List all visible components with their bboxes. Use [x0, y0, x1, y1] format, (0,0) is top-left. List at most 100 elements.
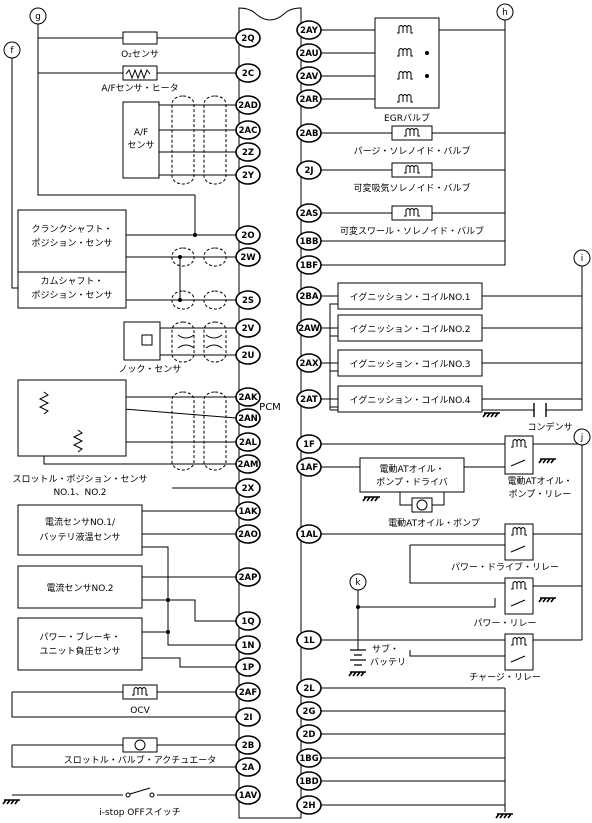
- ref-circle: [496, 3, 514, 21]
- ground-symbol: [362, 496, 380, 502]
- cam-sensor-label: カムシャフト・: [40, 276, 103, 287]
- pin-15: [296, 524, 322, 544]
- shield-line: [171, 391, 195, 471]
- pin-label: 2AT: [300, 395, 318, 405]
- pin-18: [235, 567, 261, 587]
- condenser-symbol: [533, 403, 547, 417]
- heater-zigzag: [125, 68, 151, 80]
- coil-icon: [511, 581, 527, 590]
- relay-contact: [510, 655, 526, 663]
- wire: [409, 545, 505, 584]
- pin-label: 2L: [303, 684, 315, 694]
- sub-battery-label: サブ・: [372, 643, 399, 655]
- sub-battery-label: バッテリ: [370, 657, 406, 668]
- pin-label: 1BB: [300, 237, 319, 247]
- wire: [142, 631, 236, 646]
- istop-label: i-stop OFFスイッチ: [99, 807, 180, 818]
- switch-contact: [125, 792, 131, 798]
- pin-label: 2AW: [298, 324, 320, 334]
- pin-label: 1AL: [300, 530, 318, 540]
- cam-sensor-box: [17, 271, 127, 309]
- wire: [11, 745, 236, 768]
- coil-icon: [397, 71, 413, 80]
- wire: [142, 657, 236, 668]
- coil-icon: [397, 48, 413, 57]
- junction-dot: [178, 298, 182, 302]
- condenser-label: コンデンサ: [527, 421, 572, 433]
- pin-label: 1BG: [299, 754, 318, 764]
- crank-sensor-box: [17, 209, 127, 273]
- coil-icon: [511, 439, 527, 448]
- knock-element: [141, 334, 153, 346]
- ground-symbol: [538, 597, 556, 603]
- coil-icon: [511, 637, 527, 646]
- ref-letter: g: [35, 12, 41, 22]
- pin-25: [235, 757, 261, 777]
- pin-label: 2D: [303, 730, 316, 740]
- at-relay-label: ポンプ・リレー: [509, 489, 572, 500]
- swirl-symbol: [391, 205, 433, 221]
- ground-symbol: [538, 458, 556, 464]
- current-sensor2-label: 電流センサNO.2: [46, 582, 113, 594]
- coil-icon: [404, 165, 420, 174]
- vis-label: 可変吸気ソレノイド・バルブ: [353, 182, 470, 194]
- pin-19: [235, 611, 261, 631]
- at-pump-symbol: [411, 497, 433, 513]
- vis-symbol: [391, 162, 433, 178]
- coil3-label: イグニッション・コイルNO.3: [350, 358, 471, 370]
- pin-8: [235, 290, 261, 310]
- p-relay-label: パワー・リレー: [473, 618, 536, 629]
- swirl-label: 可変スワール・ソレノイド・バルブ: [340, 225, 484, 237]
- pin-9: [235, 318, 261, 338]
- pin-label: 2AY: [300, 26, 319, 36]
- pin-12: [235, 408, 261, 428]
- pin-22: [235, 682, 261, 702]
- pin-26: [235, 785, 261, 805]
- pin-label: 2AF: [239, 688, 257, 698]
- coil4-label: イグニッション・コイルNO.4: [350, 394, 471, 406]
- pin-0: [296, 20, 322, 40]
- twisted-pair: [177, 334, 223, 349]
- coil-icon: [397, 25, 413, 34]
- pin-label: 2B: [242, 741, 254, 751]
- pin-label: 2AP: [239, 573, 258, 583]
- coil-icon: [511, 527, 527, 536]
- current-sensor2-box: [17, 565, 143, 609]
- pcm-box: [238, 7, 302, 819]
- pin-23: [235, 707, 261, 727]
- junction-dot: [178, 255, 182, 259]
- pin-label: 2AL: [239, 438, 257, 448]
- pin-label: 2C: [242, 69, 254, 79]
- pin-label: 2AR: [299, 95, 318, 105]
- pin-1: [235, 63, 261, 83]
- coil1-box: [337, 282, 483, 310]
- pin-label: 2AN: [238, 414, 258, 424]
- pin-label: 1Q: [241, 617, 254, 627]
- pin-5: [235, 165, 261, 185]
- coil3-box: [337, 349, 483, 377]
- ground-symbol: [482, 412, 500, 418]
- at-driver-label: 電動ATオイル・: [380, 464, 445, 475]
- pin-0: [235, 28, 261, 48]
- ground-symbol: [495, 813, 513, 819]
- shield-line: [203, 95, 227, 185]
- ref-circle: [573, 428, 591, 446]
- pin-label: 2J: [304, 166, 313, 176]
- pin-label: 1N: [241, 641, 254, 651]
- tps-label: スロットル・ポジション・センサ: [12, 474, 147, 485]
- wire: [142, 599, 236, 622]
- pin-17: [235, 524, 261, 544]
- wire: [432, 492, 445, 506]
- wire: [358, 598, 496, 608]
- af-sensor-box: [122, 101, 160, 179]
- pin-3: [296, 89, 322, 109]
- brake-sensor-label: パワー・ブレーキ・: [39, 631, 120, 643]
- ref-letter: h: [502, 8, 508, 18]
- battery-symbol: [350, 649, 366, 666]
- wire: [329, 303, 338, 410]
- shield-line: [203, 290, 227, 310]
- pin-label: 1BD: [299, 777, 318, 787]
- pin-21: [235, 657, 261, 677]
- tps-resistors: [38, 391, 84, 453]
- pin-22: [296, 795, 322, 815]
